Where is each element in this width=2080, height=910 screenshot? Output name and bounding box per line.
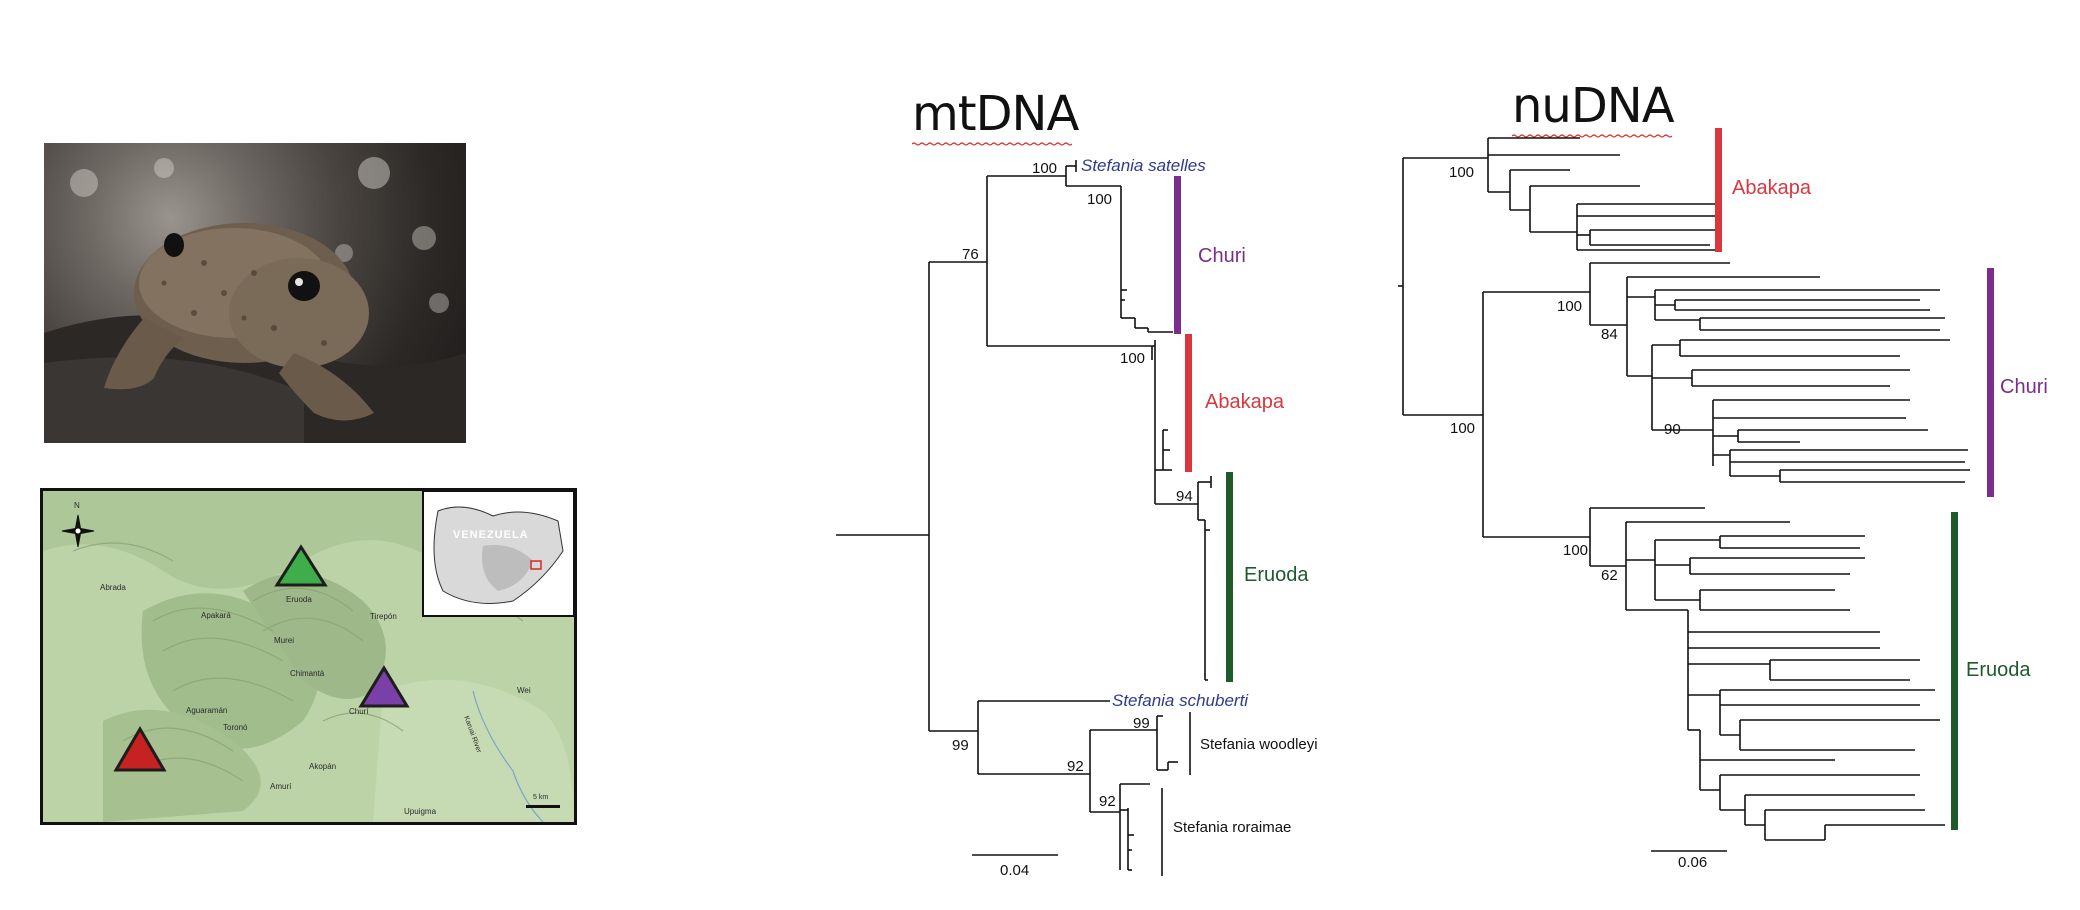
place-murei: Murei: [274, 636, 295, 645]
nu-title-text: nuDNA: [1512, 78, 1675, 134]
map-scale-label: 5 km: [533, 794, 549, 801]
mt-scale-label: 0.04: [1000, 862, 1030, 879]
place-wei: Wei: [517, 686, 531, 695]
place-chimanta: Chimantá: [290, 669, 325, 678]
mt-support-satelles: 100: [1032, 160, 1058, 177]
nu-support-churi: 100: [1557, 298, 1583, 315]
mt-title: mtDNA: [912, 86, 1079, 146]
study-area-map: N VENEZUELA Abrada Apakará Eruoda Tirepó…: [40, 488, 577, 825]
mt-taxon-schuberti: Stefania schuberti: [1112, 691, 1249, 710]
compass-label: N: [74, 501, 80, 510]
mt-title-text: mtDNA: [912, 86, 1079, 142]
nu-support-eruoda: 100: [1563, 542, 1589, 559]
mt-clade-churi: Churi: [1198, 245, 1246, 267]
mt-support-eruoda: 94: [1176, 488, 1193, 505]
marker-eruoda: [274, 544, 328, 587]
nu-scale-label: 0.06: [1678, 854, 1708, 871]
mt-support-outgroup: 99: [952, 737, 969, 754]
nu-title: nuDNA: [1512, 78, 1675, 138]
mt-clade-abakapa: Abakapa: [1205, 391, 1284, 413]
frog-photo: [44, 143, 466, 443]
nu-bar-abakapa: [1715, 128, 1722, 252]
inset-country-label: VENEZUELA: [453, 529, 529, 541]
place-churi: Churí: [349, 707, 369, 716]
mt-bar-churi: [1174, 176, 1181, 334]
mt-support-abakapa: 100: [1120, 350, 1146, 367]
spellcheck-underline: [912, 142, 1072, 146]
nu-bar-eruoda: [1951, 512, 1958, 830]
nu-support-90: 90: [1664, 421, 1681, 438]
marker-abakapa: [113, 726, 167, 772]
nu-support-abakapa: 100: [1449, 164, 1475, 181]
nu-clade-churi: Churi: [2000, 376, 2048, 398]
nu-support-84: 84: [1601, 326, 1618, 343]
place-apakara: Apakará: [201, 611, 231, 620]
frog-illustration: [44, 157, 466, 443]
place-eruoda: Eruoda: [286, 595, 312, 604]
place-tirepon: Tirepón: [370, 612, 397, 621]
mt-bar-eruoda: [1226, 472, 1233, 682]
nu-bar-churi: [1987, 268, 1994, 497]
nu-clade-eruoda: Eruoda: [1966, 659, 2031, 681]
place-torono: Toronó: [223, 723, 248, 732]
nu-support-root: 100: [1450, 420, 1476, 437]
place-akopan: Akopán: [309, 762, 337, 771]
place-abrada: Abrada: [100, 583, 126, 592]
place-upuigma: Upuigma: [404, 807, 437, 816]
mt-support-92b: 92: [1099, 793, 1116, 810]
mt-support-woodleyi: 99: [1133, 715, 1150, 732]
mt-bar-abakapa: [1185, 334, 1192, 472]
place-aguaraman: Aguaramán: [186, 706, 228, 715]
site-markers: [113, 544, 410, 772]
place-amuri: Amurí: [270, 782, 292, 791]
mt-support-churi: 100: [1087, 191, 1113, 208]
mt-taxon-roraimae: Stefania roraimae: [1173, 819, 1292, 836]
nu-clade-abakapa: Abakapa: [1732, 177, 1811, 199]
marker-churi: [358, 665, 410, 708]
nu-support-62: 62: [1601, 567, 1618, 584]
mt-support-92a: 92: [1067, 758, 1084, 775]
mt-taxon-satelles: Stefania satelles: [1081, 156, 1206, 175]
spellcheck-underline: [1512, 134, 1672, 138]
mt-clade-eruoda: Eruoda: [1244, 564, 1309, 586]
mt-support-76: 76: [962, 246, 979, 263]
mt-taxon-woodleyi: Stefania woodleyi: [1200, 736, 1318, 753]
